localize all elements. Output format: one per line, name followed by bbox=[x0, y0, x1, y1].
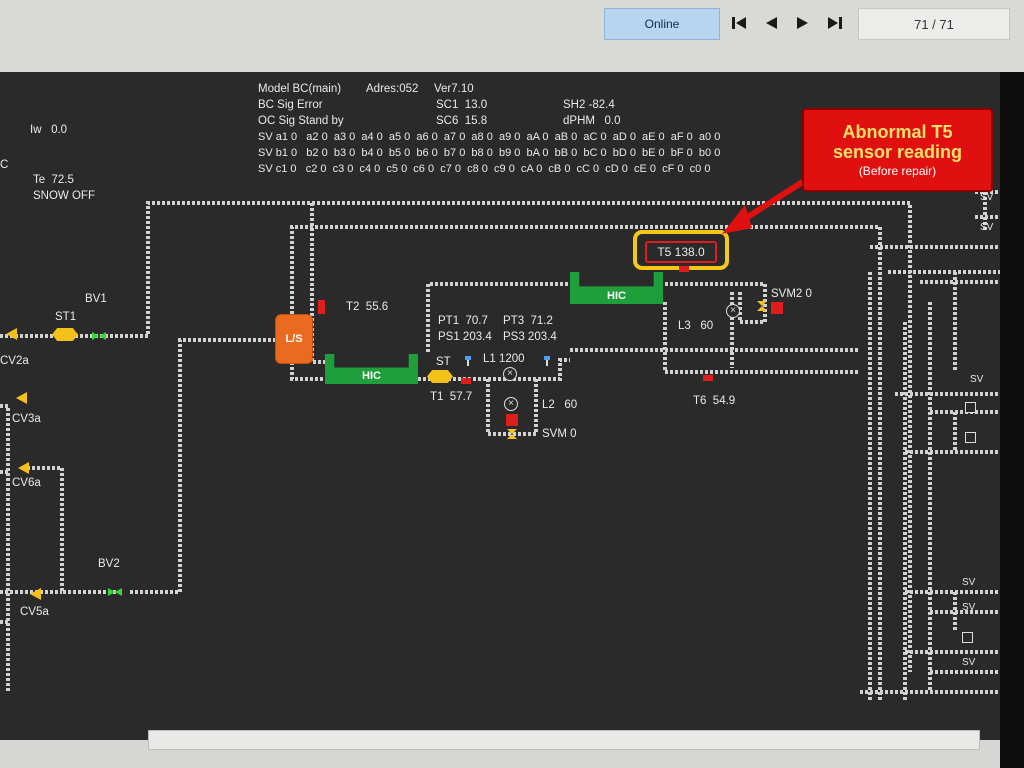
right-sv-label-5: SV bbox=[962, 602, 976, 613]
monitor-bezel bbox=[1000, 72, 1024, 768]
bc-signal-status: BC Sig Error bbox=[258, 99, 323, 111]
edge-label-c: C bbox=[0, 159, 9, 171]
t2-reading: T2 55.6 bbox=[346, 301, 389, 313]
cv3a-valve[interactable] bbox=[16, 392, 27, 404]
l3-label: L3 60 bbox=[678, 320, 714, 332]
sh2-reading: SH2 -82.4 bbox=[563, 99, 615, 111]
t1-sensor bbox=[461, 378, 471, 384]
right-sv-label-6: SV bbox=[962, 657, 976, 668]
first-page-icon[interactable] bbox=[728, 12, 750, 34]
horizontal-scrollbar[interactable] bbox=[148, 730, 980, 750]
model-label: Model BC(main) bbox=[258, 83, 342, 95]
right-sv-box-3[interactable] bbox=[962, 632, 973, 643]
snow-status: SNOW OFF bbox=[33, 190, 95, 202]
pt1-reading: PT1 70.7 bbox=[438, 315, 488, 327]
cv6a-valve[interactable] bbox=[18, 462, 29, 474]
bv1-label: BV1 bbox=[85, 293, 107, 305]
svm2-solenoid-coil bbox=[771, 302, 783, 314]
dphm-reading: dPHM 0.0 bbox=[563, 115, 621, 127]
cv2a-valve[interactable] bbox=[6, 328, 17, 340]
toolbar: Online 71 / 71 bbox=[0, 0, 1024, 72]
online-button[interactable]: Online bbox=[604, 8, 720, 40]
svm2-valve[interactable] bbox=[757, 301, 767, 311]
callout-title-line-1: Abnormal T5 bbox=[842, 122, 953, 142]
svm-valve[interactable] bbox=[507, 429, 517, 439]
annotation-callout: Abnormal T5 sensor reading (Before repai… bbox=[802, 108, 993, 192]
iw-reading: Iw 0.0 bbox=[30, 124, 68, 136]
next-page-icon[interactable] bbox=[792, 12, 814, 34]
st-label: ST bbox=[436, 356, 451, 368]
cv2a-label: CV2a bbox=[0, 355, 29, 367]
cv5a-valve[interactable] bbox=[30, 588, 41, 600]
cv5a-label: CV5a bbox=[20, 606, 49, 618]
bv1-valve[interactable] bbox=[92, 332, 106, 340]
right-sv-box-2[interactable] bbox=[965, 432, 976, 443]
ps3-reading: PS3 203.4 bbox=[503, 331, 557, 343]
svm-label: SVM 0 bbox=[542, 428, 577, 440]
sv-row-c: SV c1 0 c2 0 c3 0 c4 0 c5 0 c6 0 c7 0 c8… bbox=[258, 163, 711, 175]
address-label: Adres:052 bbox=[366, 83, 419, 95]
pt3-pressure-sensor bbox=[544, 356, 550, 366]
t1-reading: T1 57.7 bbox=[430, 391, 473, 403]
svm-solenoid-coil bbox=[506, 414, 518, 426]
cv6a-label: CV6a bbox=[12, 477, 41, 489]
te-reading: Te 72.5 bbox=[33, 174, 74, 186]
bv2-label: BV2 bbox=[98, 558, 120, 570]
page-counter: 71 / 71 bbox=[858, 8, 1010, 40]
t6-sensor bbox=[703, 375, 713, 381]
svm2-label: SVM2 0 bbox=[771, 288, 812, 300]
pt3-reading: PT3 71.2 bbox=[503, 315, 553, 327]
sv-row-a: SV a1 0 a2 0 a3 0 a4 0 a5 0 a6 0 a7 0 a8… bbox=[258, 131, 721, 143]
right-sv-label-1: SV bbox=[980, 192, 994, 203]
sc1-reading: SC1 13.0 bbox=[436, 99, 488, 111]
t5-reading: T5 138.0 bbox=[645, 241, 717, 263]
bv2-valve[interactable] bbox=[108, 588, 122, 596]
pt1-pressure-sensor bbox=[465, 356, 471, 366]
ps1-reading: PS1 203.4 bbox=[438, 331, 492, 343]
version-label: Ver7.10 bbox=[434, 83, 474, 95]
right-sv-label-3: SV bbox=[970, 374, 984, 385]
last-page-icon[interactable] bbox=[824, 12, 846, 34]
liquid-separator[interactable]: L/S bbox=[275, 314, 313, 364]
cv3a-label: CV3a bbox=[12, 413, 41, 425]
l2-label: L2 60 bbox=[542, 399, 578, 411]
right-sv-box-1[interactable] bbox=[965, 402, 976, 413]
sv-row-b: SV b1 0 b2 0 b3 0 b4 0 b5 0 b6 0 b7 0 b8… bbox=[258, 147, 721, 159]
right-sv-label-2: SV bbox=[980, 222, 994, 233]
l1-label: L1 1200 bbox=[483, 353, 525, 365]
svm2-expansion-valve[interactable]: × bbox=[726, 304, 740, 318]
right-sv-label-4: SV bbox=[962, 577, 976, 588]
l1-expansion-valve[interactable]: × bbox=[503, 367, 517, 381]
sc6-reading: SC6 15.8 bbox=[436, 115, 488, 127]
st1-strainer[interactable] bbox=[52, 328, 78, 341]
l2-expansion-valve[interactable]: × bbox=[504, 397, 518, 411]
pipe-network bbox=[0, 190, 1000, 702]
t5-sensor bbox=[679, 266, 689, 272]
t2-sensor bbox=[318, 300, 325, 314]
callout-subtitle: (Before repair) bbox=[858, 164, 937, 178]
st-strainer[interactable] bbox=[427, 370, 453, 383]
callout-title-line-2: sensor reading bbox=[832, 142, 963, 162]
st1-label: ST1 bbox=[55, 311, 77, 323]
t6-reading: T6 54.9 bbox=[693, 395, 736, 407]
previous-page-icon[interactable] bbox=[760, 12, 782, 34]
oc-signal-status: OC Sig Stand by bbox=[258, 115, 344, 127]
